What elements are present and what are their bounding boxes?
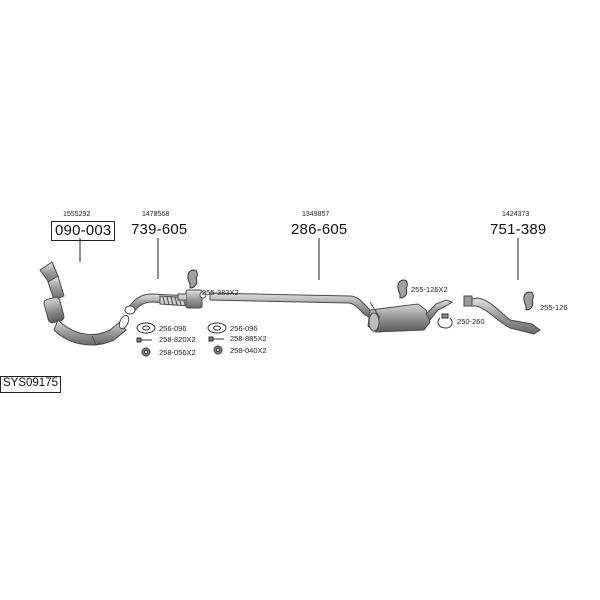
part-number-739-605[interactable]: 739-605 xyxy=(131,221,188,238)
part-number-751-389[interactable]: 751-389 xyxy=(490,221,547,238)
system-code: SYS09175 xyxy=(0,376,61,393)
middle-pipe-part xyxy=(209,292,454,333)
accessory-label-250-260[interactable]: 250-260 xyxy=(457,317,485,326)
accessory-icons xyxy=(136,269,534,357)
hanger-icon xyxy=(397,279,408,299)
accessory-label-256-096[interactable]: 256-096 xyxy=(159,324,187,333)
hanger-icon xyxy=(187,269,198,289)
oem-number-2: 1478568 xyxy=(142,211,170,218)
oem-number-1: 1555292 xyxy=(63,211,91,218)
accessory-label-255-126[interactable]: 255-126 xyxy=(540,303,568,312)
catalytic-converter-part xyxy=(39,261,130,346)
leader-lines xyxy=(79,238,519,280)
accessory-label-255-383x2[interactable]: 255-383X2 xyxy=(202,288,239,297)
oem-number-3: 1349857 xyxy=(302,211,330,218)
clamp-icon xyxy=(437,317,453,329)
rear-tailpipe-part xyxy=(463,295,541,335)
accessory-label-258-056x2[interactable]: 258-056X2 xyxy=(159,348,196,357)
hanger-icon xyxy=(523,291,534,311)
oem-number-4: 1424373 xyxy=(502,211,530,218)
accessory-label-258-040x2[interactable]: 258-040X2 xyxy=(230,346,267,355)
part-number-286-605[interactable]: 286-605 xyxy=(291,221,348,238)
accessory-label-256-096-b[interactable]: 256-096 xyxy=(230,324,258,333)
accessory-label-258-820x2[interactable]: 258-820X2 xyxy=(159,335,196,344)
accessory-label-255-126x2[interactable]: 255-126X2 xyxy=(411,285,448,294)
accessory-label-258-885x2[interactable]: 258-885X2 xyxy=(230,334,267,343)
front-pipe-part xyxy=(124,289,207,315)
part-number-090-003[interactable]: 090-003 xyxy=(51,221,116,241)
